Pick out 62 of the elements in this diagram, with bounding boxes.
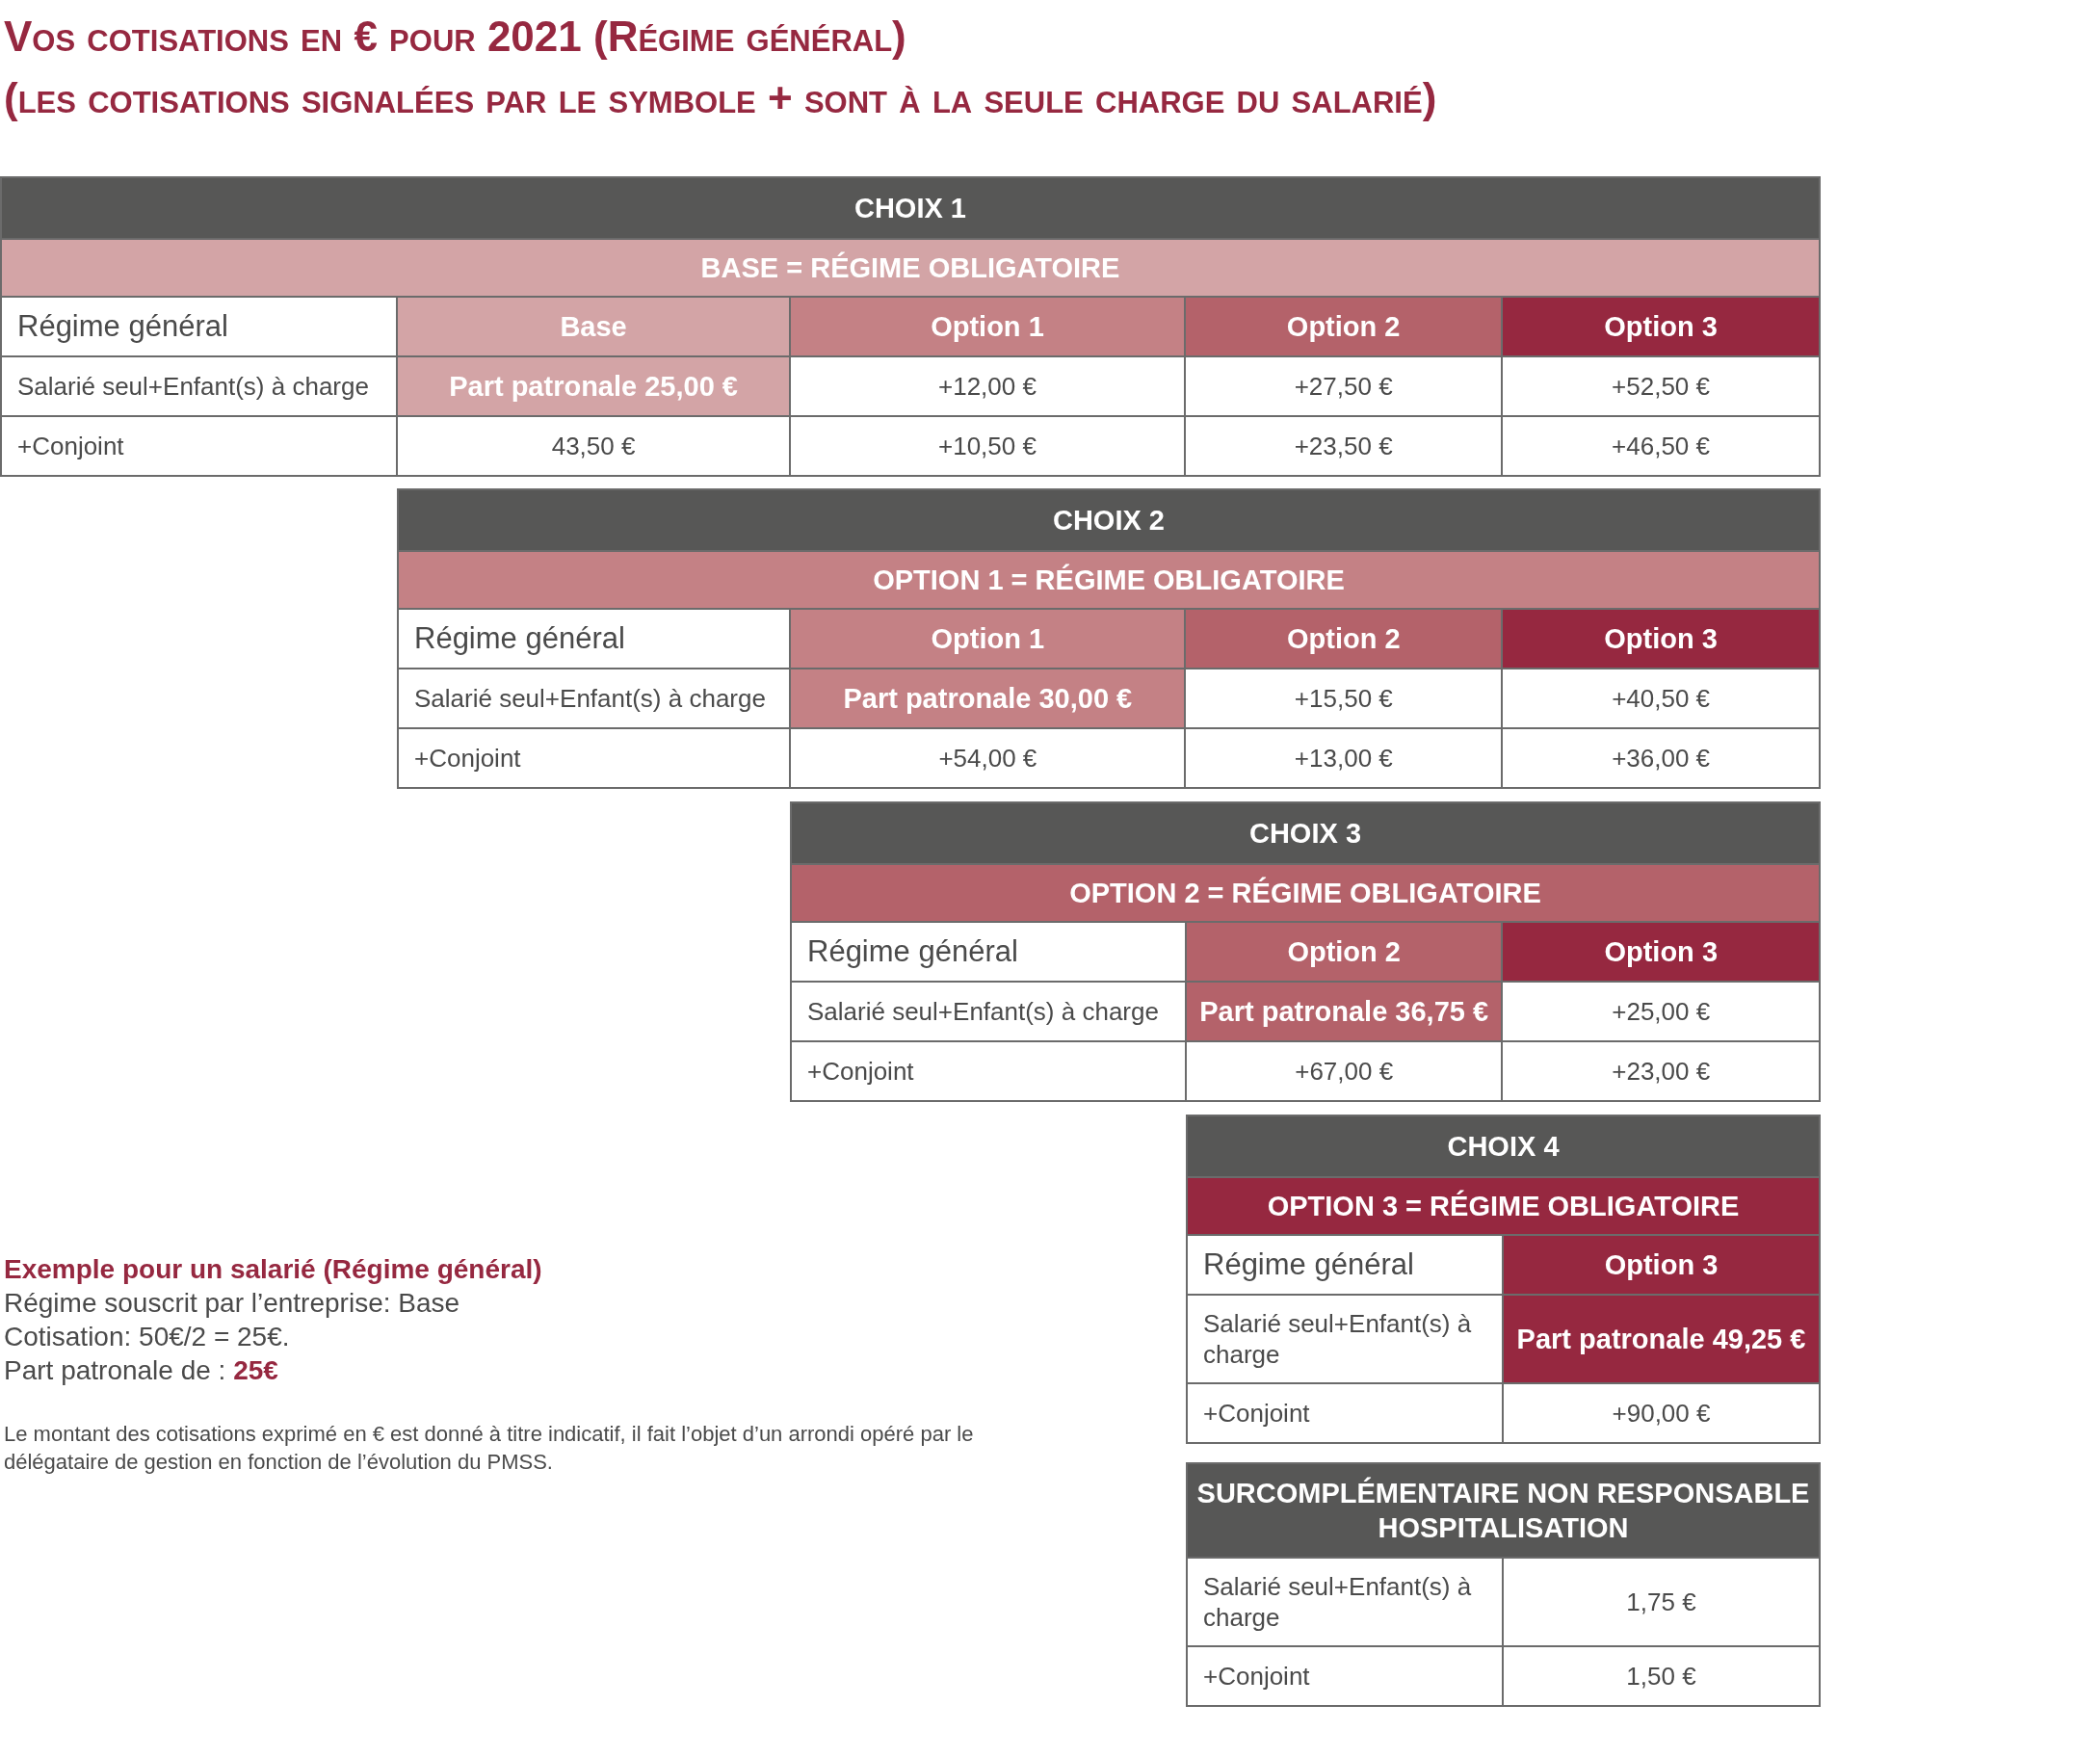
table-header: Option 3	[1503, 298, 1819, 355]
table-header: Part patronale 36,75 €	[1186, 983, 1502, 1040]
row-header: Régime général	[792, 923, 1185, 981]
table-cell: +23,00 €	[1503, 1042, 1819, 1100]
example-line: Part patronale de : 25€	[4, 1354, 279, 1387]
footnote: Le montant des cotisations exprimé en € est donné à titre indicatif, il fait l’objet d’un arrondi opéré par le délégataire de gestion en fonction de l’évolution du PMSS.	[4, 1421, 975, 1476]
table-cell: +67,00 €	[1186, 1042, 1502, 1100]
page-title: Vos cotisations en € pour 2021 (Régime général)	[4, 12, 906, 62]
table-cell: +15,50 €	[1186, 669, 1502, 727]
table-cell: +90,00 €	[1504, 1384, 1819, 1442]
table-cell: +40,50 €	[1503, 669, 1819, 727]
table-header: Part patronale 30,00 €	[791, 669, 1185, 727]
table-cell: +52,50 €	[1503, 357, 1819, 415]
table-cell: 1,75 €	[1504, 1559, 1819, 1645]
table-cell: +12,00 €	[790, 357, 1185, 415]
row-header: Régime général	[399, 610, 790, 668]
table-title: CHOIX 2	[399, 490, 1819, 550]
table-title: CHOIX 1	[2, 178, 1819, 238]
table-cell: +54,00 €	[791, 729, 1185, 787]
table-header: Option 3	[1503, 923, 1819, 981]
table-cell: +36,00 €	[1503, 729, 1819, 787]
row-label: Salarié seul+Enfant(s) à charge	[1188, 1559, 1502, 1645]
table-cell: +23,50 €	[1186, 417, 1502, 475]
table-header: Option 2	[1186, 923, 1502, 981]
table-cell: 43,50 €	[398, 417, 789, 475]
row-label: +Conjoint	[399, 729, 790, 787]
page-subtitle: (les cotisations signalées par le symbole + sont à la seule charge du salarié)	[4, 73, 1437, 123]
table-header: BASE = RÉGIME OBLIGATOIRE	[2, 240, 1819, 296]
table-title: CHOIX 3	[792, 803, 1819, 863]
table-header: OPTION 1 = RÉGIME OBLIGATOIRE	[399, 552, 1819, 608]
table-header: Option 3	[1503, 610, 1819, 668]
table-header: Part patronale 49,25 €	[1504, 1296, 1819, 1382]
table-header: Part patronale 25,00 €	[398, 357, 789, 415]
table-title: CHOIX 4	[1188, 1116, 1819, 1176]
table-cell: 1,50 €	[1504, 1647, 1819, 1705]
example-heading: Exemple pour un salarié (Régime général)	[4, 1253, 543, 1286]
row-label: Salarié seul+Enfant(s) à charge	[792, 983, 1185, 1040]
row-label: +Conjoint	[1188, 1647, 1502, 1705]
table-header: Option 2	[1186, 298, 1502, 355]
table-header: OPTION 3 = RÉGIME OBLIGATOIRE	[1188, 1178, 1819, 1234]
row-label: +Conjoint	[1188, 1384, 1502, 1442]
table-title: SURCOMPLÉMENTAIRE NON RESPONSABLE HOSPITALISATION	[1188, 1464, 1819, 1557]
row-label: Salarié seul+Enfant(s) à charge	[1188, 1296, 1502, 1382]
table-header: OPTION 2 = RÉGIME OBLIGATOIRE	[792, 865, 1819, 921]
table-header: Option 3	[1504, 1236, 1819, 1294]
table-cell: +27,50 €	[1186, 357, 1502, 415]
example-line: Cotisation: 50€/2 = 25€.	[4, 1321, 291, 1353]
table-header: Base	[398, 298, 789, 355]
row-header: Régime général	[1188, 1236, 1502, 1294]
table-cell: +25,00 €	[1503, 983, 1819, 1040]
row-label: +Conjoint	[2, 417, 397, 475]
row-header: Régime général	[2, 298, 397, 355]
table-cell: +46,50 €	[1503, 417, 1819, 475]
table-header: Option 1	[791, 610, 1185, 668]
table-cell: +13,00 €	[1186, 729, 1502, 787]
row-label: Salarié seul+Enfant(s) à charge	[2, 357, 397, 415]
table-header: Option 1	[790, 298, 1185, 355]
table-cell: +10,50 €	[790, 417, 1185, 475]
table-header: Option 2	[1186, 610, 1502, 668]
example-line: Régime souscrit par l’entreprise: Base	[4, 1287, 461, 1320]
row-label: Salarié seul+Enfant(s) à charge	[399, 669, 790, 727]
row-label: +Conjoint	[792, 1042, 1185, 1100]
